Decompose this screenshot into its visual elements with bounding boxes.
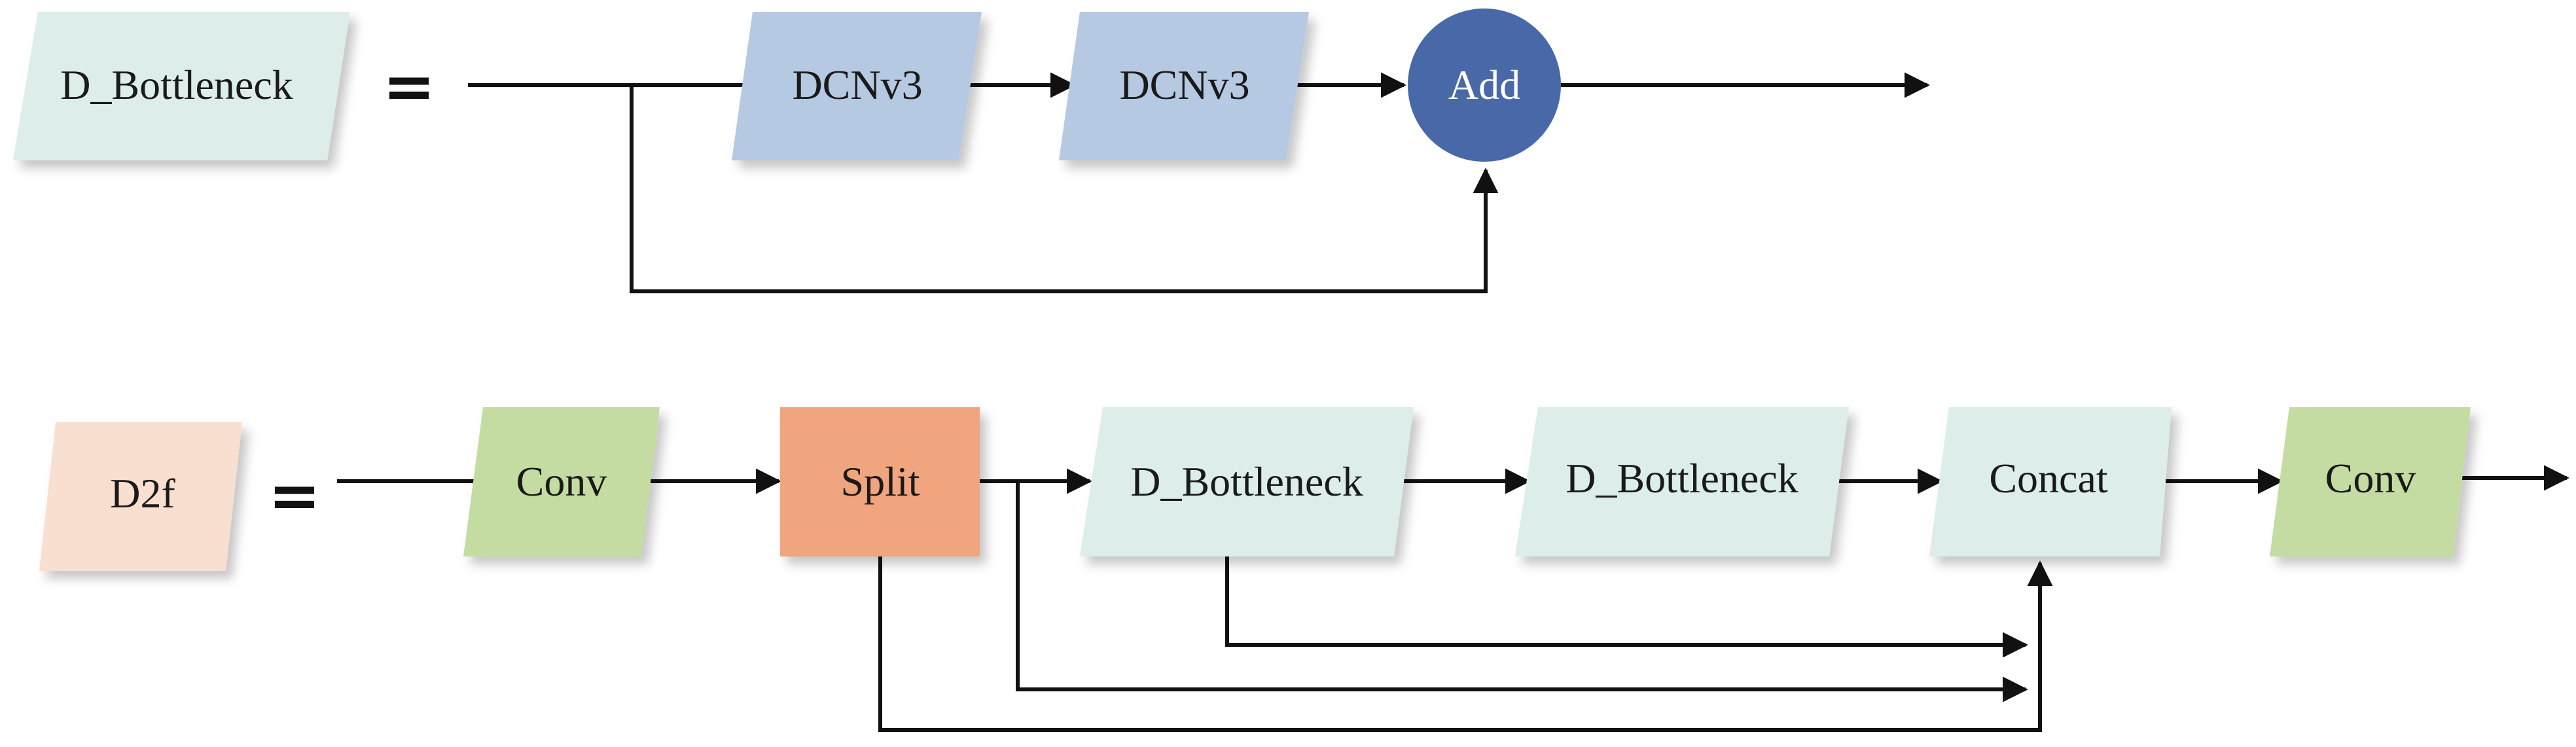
split-branch-arrow bbox=[1016, 481, 2028, 702]
residual-shortcut-arrow bbox=[630, 85, 1499, 293]
add-label: Add bbox=[1448, 62, 1520, 108]
conv-block-2: Conv bbox=[2270, 407, 2471, 556]
d-bottleneck-block-2: D_Bottleneck bbox=[1515, 407, 1849, 556]
d-bottleneck-title-block: D_Bottleneck bbox=[13, 12, 350, 160]
dcnv3-block-1: DCNv3 bbox=[732, 12, 982, 160]
d2f-title-label: D2f bbox=[110, 470, 175, 517]
conv-label-1: Conv bbox=[516, 458, 607, 505]
concat-label: Concat bbox=[1989, 455, 2108, 501]
d-bottleneck-block-1: D_Bottleneck bbox=[1080, 407, 1414, 556]
bottleneck-branch-arrow bbox=[1225, 553, 2028, 658]
top-row: D_Bottleneck = DCNv3 DCNv3 Add bbox=[13, 9, 1930, 293]
top-equals-sign: = bbox=[383, 50, 435, 123]
split-block: Split bbox=[780, 407, 980, 556]
dcnv3-label-1: DCNv3 bbox=[792, 62, 922, 108]
d-bottleneck-label-2: D_Bottleneck bbox=[1565, 455, 1798, 501]
d-bottleneck-label-1: D_Bottleneck bbox=[1130, 458, 1363, 505]
d2f-title-block: D2f bbox=[39, 422, 242, 571]
conv-block-1: Conv bbox=[463, 407, 660, 556]
concat-block: Concat bbox=[1929, 407, 2172, 556]
bottom-row: D2f = Conv Split D_Bottleneck bbox=[39, 407, 2569, 732]
conv-label-2: Conv bbox=[2325, 455, 2416, 501]
dcnv3-label-2: DCNv3 bbox=[1119, 62, 1249, 108]
d-bottleneck-title-label: D_Bottleneck bbox=[60, 62, 293, 108]
dcnv3-block-2: DCNv3 bbox=[1059, 12, 1309, 160]
bottom-equals-sign: = bbox=[268, 459, 321, 532]
split-label: Split bbox=[841, 458, 920, 505]
split-bottom-branch-arrow bbox=[878, 553, 2053, 732]
add-node: Add bbox=[1408, 9, 1561, 162]
